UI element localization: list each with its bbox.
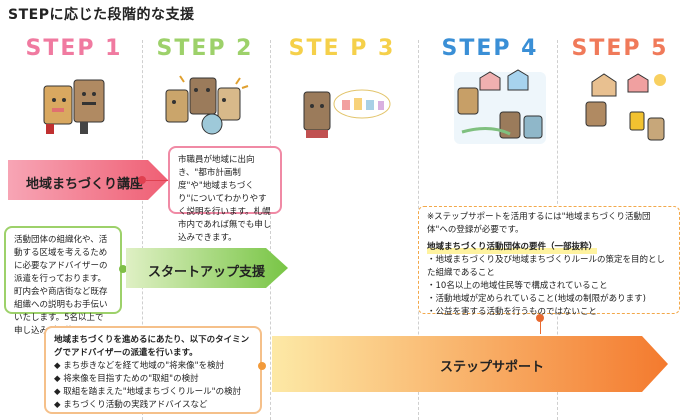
step-4-illustration xyxy=(454,69,546,144)
column-divider xyxy=(270,40,271,420)
startup-description-box: 活動団体の組織化や、活動する区域を考えるために必要なアドバイザーの派遣を行ってお… xyxy=(4,226,122,336)
step-support-note-box: ※ステップサポートを活用するには"地域まちづくり活動団体"への登録が必要です。 … xyxy=(418,206,680,317)
advisor-item: ◆ 将来像を目指すための"取組"の検討 xyxy=(54,374,199,384)
advisor-description-box: 地域まちづくりを進めるにあたり、以下のタイミングでアドバイザーの派遣を行います。… xyxy=(44,326,262,414)
note-line: ※ステップサポートを活用するには"地域まちづくり活動団体"への登録が必要です。 xyxy=(427,212,651,235)
step-5-illustration xyxy=(585,73,666,141)
step-2-label: STEP 2 xyxy=(156,36,254,61)
step-1-illustration xyxy=(43,79,105,134)
startup-bar xyxy=(126,248,288,288)
advisor-item: ◆ 取組を踏まえた"地域まちづくりルール"の検討 xyxy=(54,387,242,397)
advisor-intro: 地域まちづくりを進めるにあたり、以下のタイミングでアドバイザーの派遣を行います。 xyxy=(54,335,250,358)
step-5-label: STEP 5 xyxy=(571,36,669,61)
step-4-label: STEP 4 xyxy=(441,36,539,61)
connector-dot xyxy=(119,265,127,273)
requirement-item: ・10名以上の地域住民等で構成されていること xyxy=(427,281,608,291)
connector-dot xyxy=(258,362,266,370)
connector-line xyxy=(539,320,541,334)
step-3-illustration xyxy=(303,89,391,138)
step-support-bar xyxy=(272,336,668,392)
note-heading: 地域まちづくり活動団体の要件（一部抜粋） xyxy=(427,241,598,254)
requirement-item: ・公益を害する活動を行うものではないこと xyxy=(427,307,598,317)
step-3-label: STE P 3 xyxy=(288,36,396,61)
step-support-bar-label: ステップサポート xyxy=(440,360,545,375)
step-1-label: STEP 1 xyxy=(25,36,123,61)
requirement-item: ・地域まちづくり及び地域まちづくりルールの策定を目的とした組織であること xyxy=(427,255,666,278)
advisor-item: ◆ まちづくり活動の実践アドバイスなど xyxy=(54,400,208,410)
step-2-illustration xyxy=(165,75,249,135)
advisor-list: ◆ まち歩きなどを経て地域の"将来像"を検討 ◆ 将来像を目指すための"取組"の… xyxy=(54,360,252,412)
column-divider xyxy=(142,40,143,420)
lecture-bar xyxy=(8,160,168,200)
advisor-item: ◆ まち歩きなどを経て地域の"将来像"を検討 xyxy=(54,361,225,371)
startup-description: 活動団体の組織化や、活動する区域を考えるために必要なアドバイザーの派遣を行ってお… xyxy=(14,235,108,336)
lecture-description-box: 市職員が地域に出向き、"都市計画制度"や"地域まちづくり"についてわかりやすく説… xyxy=(168,146,282,243)
requirement-item: ・活動地域が定められていること(地域の制限があります) xyxy=(427,294,646,304)
startup-bar-label: スタートアップ支援 xyxy=(148,265,266,280)
page-title: STEPに応じた段階的な支援 xyxy=(8,7,195,23)
lecture-description: 市職員が地域に出向き、"都市計画制度"や"地域まちづくり"についてわかりやすく説… xyxy=(178,155,272,243)
connector-dot xyxy=(138,176,146,184)
requirement-list: ・地域まちづくり及び地域まちづくりルールの策定を目的とした組織であること ・10… xyxy=(427,254,671,319)
connector-line xyxy=(146,180,168,181)
lecture-bar-label: 地域まちづくり講座 xyxy=(26,177,144,192)
connector-dot xyxy=(536,314,544,322)
